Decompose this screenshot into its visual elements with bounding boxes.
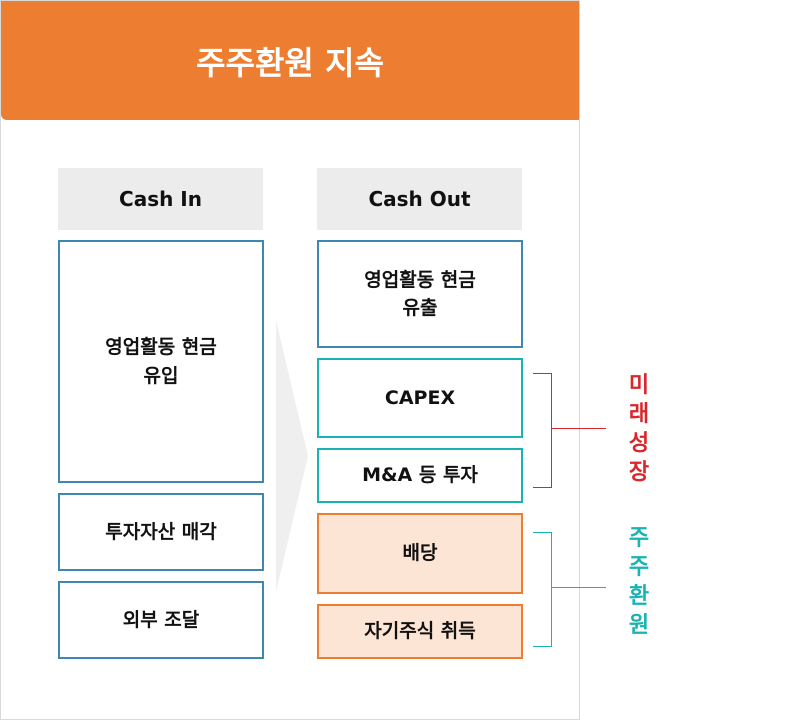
cash-out-ma: M&A 등 투자	[317, 448, 523, 503]
cash-out-capex: CAPEX	[317, 358, 523, 438]
cash-in-operating: 영업활동 현금 유입	[58, 240, 264, 483]
cash-out-buyback: 자기주식 취득	[317, 604, 523, 659]
cash-out-header: Cash Out	[317, 168, 522, 230]
cash-out-dividend: 배당	[317, 513, 523, 594]
cash-in-asset-sale: 투자자산 매각	[58, 493, 264, 571]
growth-bracket	[533, 373, 552, 488]
cash-in-header: Cash In	[58, 168, 263, 230]
return-bracket	[533, 532, 552, 647]
cash-in-external-funding: 외부 조달	[58, 581, 264, 659]
cash-out-operating: 영업활동 현금 유출	[317, 240, 523, 348]
page-title: 주주환원 지속	[1, 1, 579, 120]
growth-label: 미 래 성 장	[628, 373, 650, 485]
arrow-icon	[276, 320, 308, 592]
shareholder-return-label: 주 주 환 원	[628, 526, 650, 638]
